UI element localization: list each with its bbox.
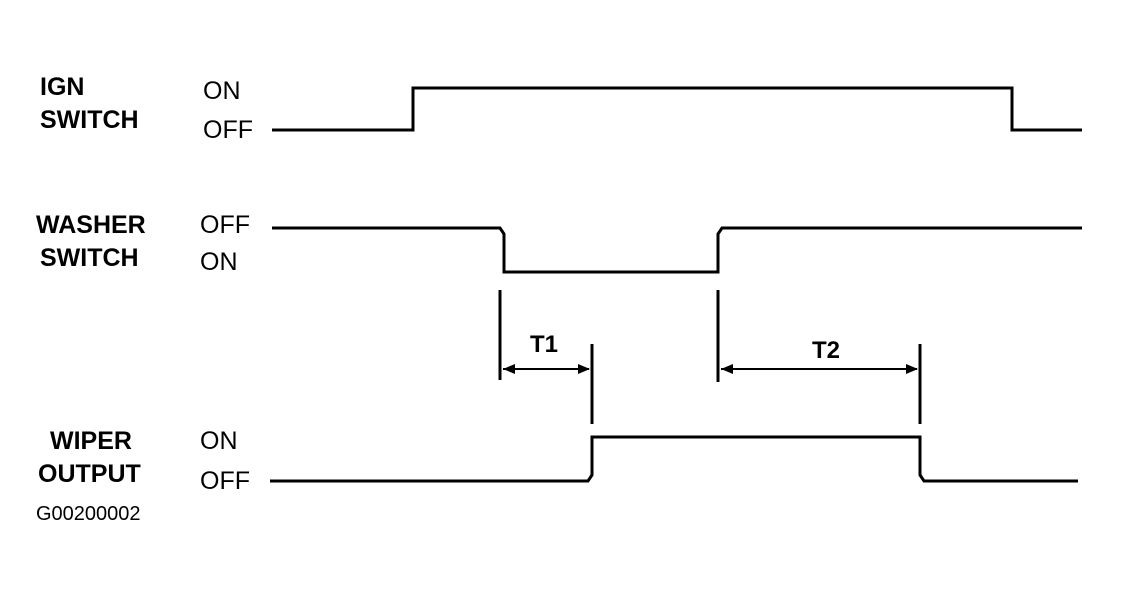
- wiper-output-label-line2: OUTPUT: [38, 460, 141, 488]
- washer-switch-state-top: OFF: [200, 211, 250, 239]
- wiper-output-state-bottom: OFF: [200, 467, 250, 495]
- figure-code: G00200002: [36, 503, 141, 525]
- ign-switch-label-line1: IGN: [40, 73, 84, 101]
- ign-switch-state-top: ON: [203, 77, 241, 105]
- ign-switch-state-bottom: OFF: [203, 116, 253, 144]
- t2-arrowhead-left: [721, 364, 733, 374]
- t1-label: T1: [530, 331, 558, 358]
- t2-label: T2: [812, 337, 840, 364]
- washer-switch-label-line1: WASHER: [36, 211, 146, 239]
- wiper-output-label-line1: WIPER: [50, 427, 132, 455]
- t1-arrowhead-left: [503, 364, 515, 374]
- washer-switch-trace: [272, 226, 1082, 274]
- ign-switch-trace: [272, 86, 1082, 132]
- ign-switch-label-line2: SWITCH: [40, 106, 139, 134]
- wiper-output-state-top: ON: [200, 427, 238, 455]
- washer-switch-label-line2: SWITCH: [40, 244, 139, 272]
- washer-switch-state-bottom: ON: [200, 248, 238, 276]
- wiper-output-trace: [270, 435, 1078, 483]
